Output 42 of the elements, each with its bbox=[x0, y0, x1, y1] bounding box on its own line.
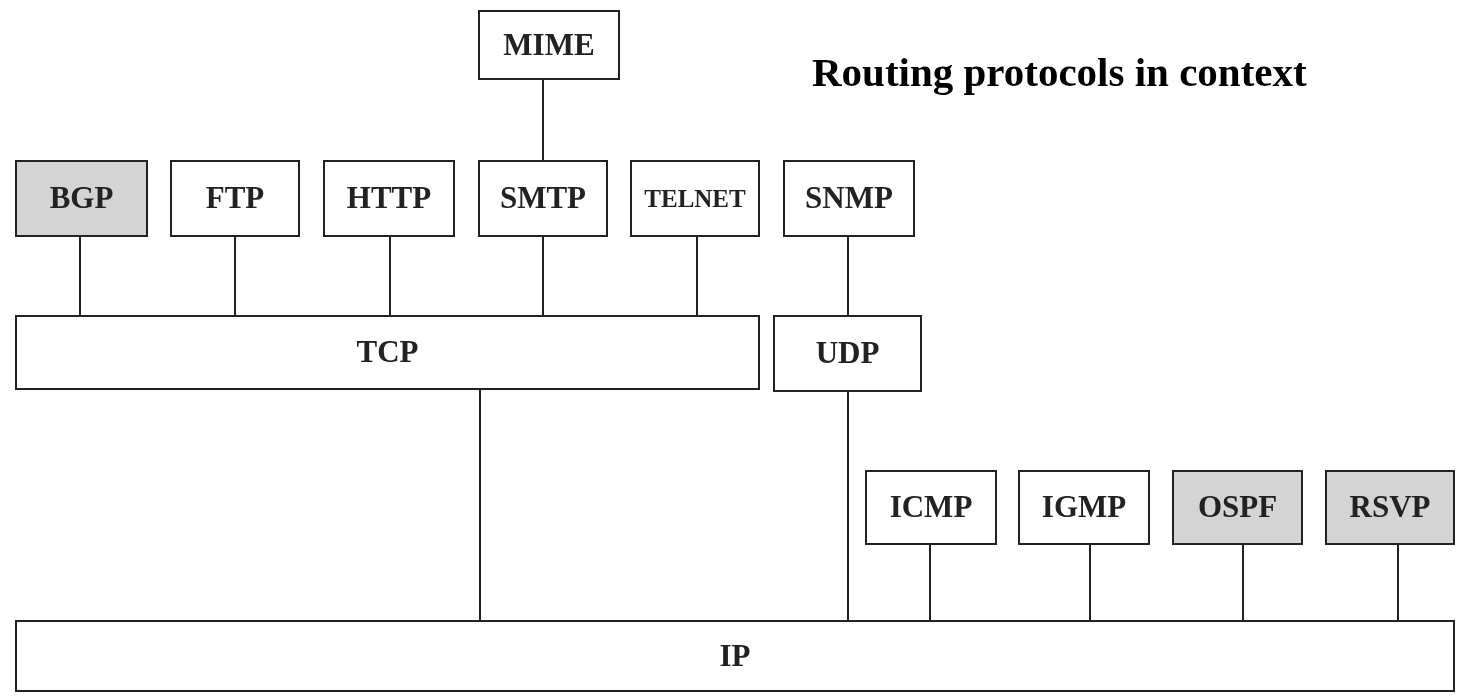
connector-line bbox=[929, 544, 931, 621]
protocol-name: SNMP bbox=[805, 179, 893, 218]
protocol-box bbox=[478, 10, 620, 80]
protocol-name: ICMP bbox=[889, 488, 973, 527]
protocol-box bbox=[323, 160, 455, 237]
diagram-title: Routing protocols in context bbox=[812, 48, 1307, 97]
protocol-name: OSPF bbox=[1197, 488, 1278, 527]
protocol-name: MIME bbox=[503, 25, 595, 64]
protocol-box bbox=[15, 315, 760, 390]
connector-line bbox=[79, 236, 81, 316]
connector-line bbox=[847, 391, 849, 621]
connector-line bbox=[1089, 544, 1091, 621]
connector-line bbox=[542, 236, 544, 316]
protocol-name: BGP bbox=[49, 179, 114, 218]
protocol-name: UDP bbox=[815, 334, 880, 373]
protocol-name: IP bbox=[719, 636, 751, 675]
protocol-box bbox=[1325, 470, 1455, 545]
connector-line bbox=[479, 389, 481, 621]
protocol-box bbox=[15, 160, 148, 237]
connector-line bbox=[696, 236, 698, 316]
connector-line bbox=[389, 236, 391, 316]
protocol-box bbox=[170, 160, 300, 237]
protocol-box bbox=[1018, 470, 1150, 545]
protocol-box bbox=[15, 620, 1455, 692]
connector-line bbox=[1397, 544, 1399, 621]
connector-line bbox=[847, 236, 849, 316]
protocol-box bbox=[630, 160, 760, 237]
protocol-name: TCP bbox=[356, 333, 419, 372]
protocol-box bbox=[478, 160, 608, 237]
protocol-name: HTTP bbox=[346, 179, 432, 218]
protocol-box bbox=[783, 160, 915, 237]
protocol-name: SMTP bbox=[499, 179, 587, 218]
connector-line bbox=[234, 236, 236, 316]
protocol-name: TELNET bbox=[644, 183, 746, 214]
protocol-box bbox=[865, 470, 997, 545]
connector-line bbox=[1242, 544, 1244, 621]
connector-line bbox=[542, 79, 544, 161]
protocol-box bbox=[1172, 470, 1303, 545]
protocol-name: IGMP bbox=[1041, 488, 1127, 527]
protocol-name: RSVP bbox=[1349, 488, 1431, 527]
protocol-box bbox=[773, 315, 922, 392]
protocol-name: FTP bbox=[205, 179, 265, 218]
